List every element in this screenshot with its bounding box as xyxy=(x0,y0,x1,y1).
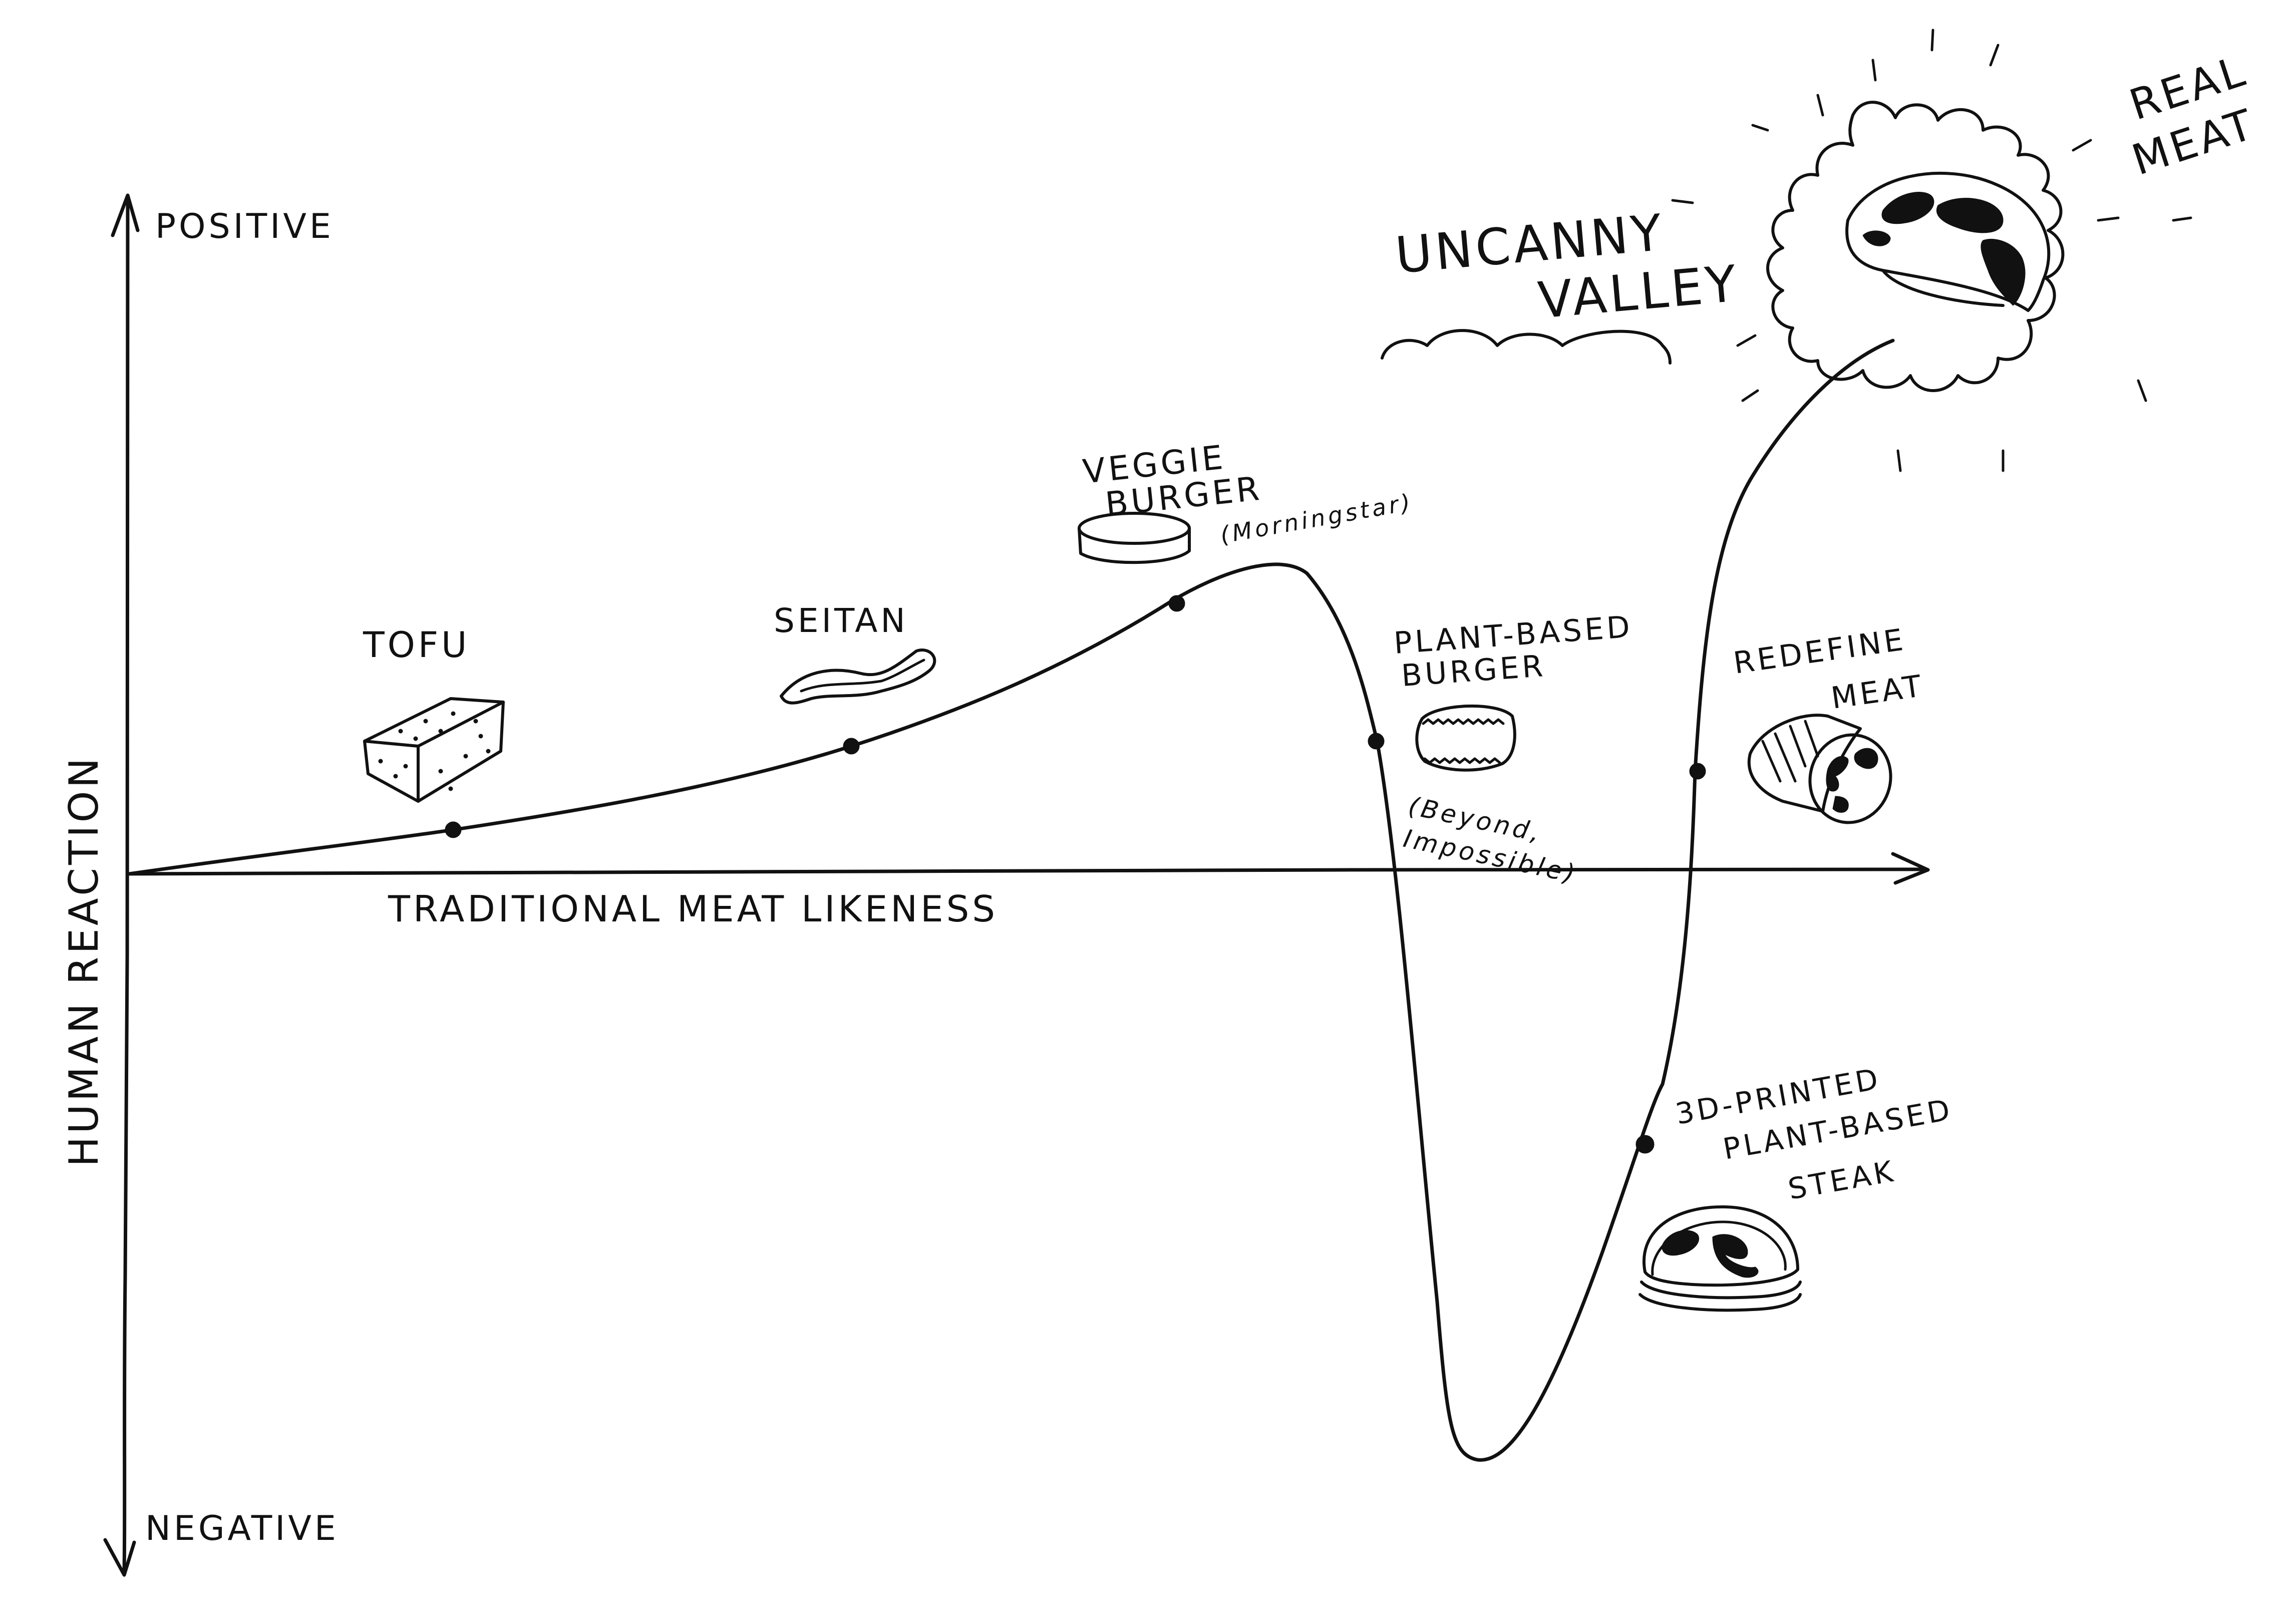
y-axis xyxy=(103,193,140,1577)
y-axis-up-arrow-icon xyxy=(111,193,140,237)
redefine-label-line2: MEAT xyxy=(1829,669,1926,716)
tofu-label: TOFU xyxy=(363,624,470,666)
redefine-label-line1: REDEFINE xyxy=(1731,622,1908,681)
point-3d-printed-steak xyxy=(1635,1135,1655,1154)
cloud-icon xyxy=(1381,329,1672,365)
real-meat-steak-icon xyxy=(1845,172,2051,312)
point-seitan xyxy=(843,738,860,755)
plant-burger-patty-icon xyxy=(1415,704,1516,772)
seitan-label: SEITAN xyxy=(774,601,908,640)
y-axis-negative-label: NEGATIVE xyxy=(145,1509,339,1548)
x-axis-right-arrow-icon xyxy=(1891,852,1930,885)
redefine-meat-roll-icon xyxy=(1747,714,1892,824)
point-redefine-meat xyxy=(1689,763,1706,780)
point-veggie-burger xyxy=(1168,595,1185,612)
point-tofu xyxy=(445,821,462,838)
y-axis-down-arrow-icon xyxy=(103,1538,136,1577)
veggie-patty-icon xyxy=(1078,512,1191,564)
printed-steak-icon xyxy=(1638,1205,1802,1312)
x-axis xyxy=(126,852,1930,885)
printed-label-line3: STEAK xyxy=(1786,1154,1898,1206)
seitan-strip-icon xyxy=(780,649,936,705)
y-axis-positive-label: POSITIVE xyxy=(155,207,334,246)
point-plant-based-burger xyxy=(1368,733,1385,750)
uncanny-valley-curve xyxy=(127,339,1895,1462)
y-axis-title: HUMAN REACTION xyxy=(61,755,107,1167)
sun-burst-icon xyxy=(1671,29,2192,472)
curve-points xyxy=(445,595,1706,1154)
x-axis-title: TRADITIONAL MEAT LIKENESS xyxy=(388,888,998,930)
tofu-block-icon xyxy=(363,697,505,803)
